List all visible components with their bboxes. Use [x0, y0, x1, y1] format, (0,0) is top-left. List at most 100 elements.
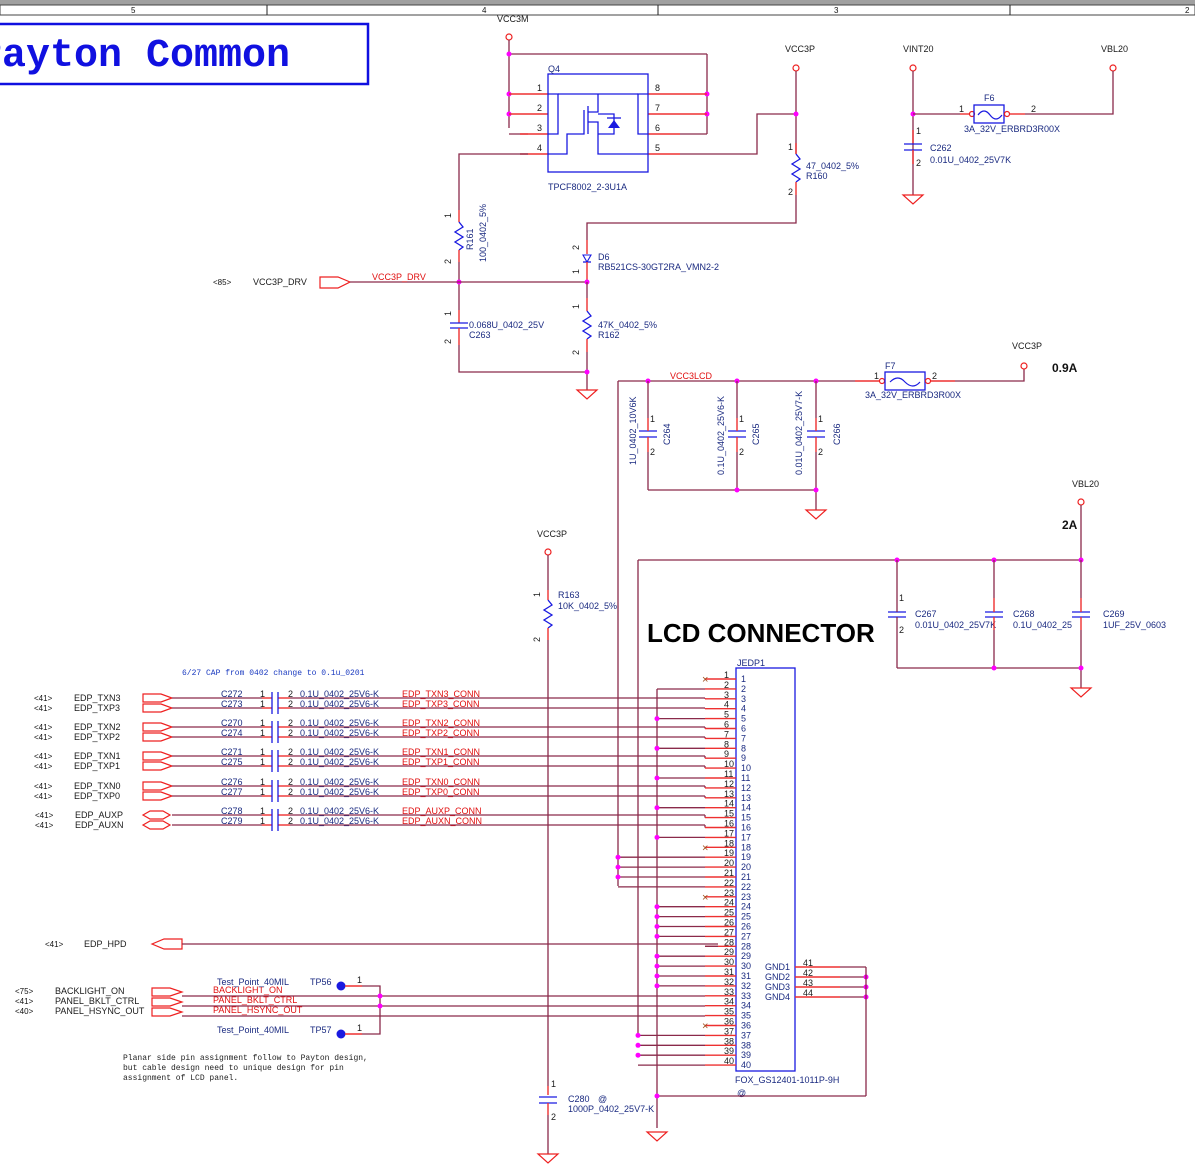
svg-text:C269: C269 [1103, 609, 1125, 619]
pin-number-inner: 26 [741, 922, 751, 932]
svg-text:VCC3P_DRV: VCC3P_DRV [253, 277, 307, 287]
ground-icon [536, 1153, 560, 1164]
pin-number-outer: 17 [724, 828, 734, 838]
svg-text:2: 2 [899, 625, 904, 635]
svg-text:2: 2 [650, 447, 655, 457]
svg-text:10K_0402_5%: 10K_0402_5% [558, 601, 617, 611]
svg-text:C266: C266 [832, 423, 842, 445]
svg-text:0.01U_0402_25V7K: 0.01U_0402_25V7K [930, 155, 1011, 165]
pin-number-inner: 2 [741, 684, 746, 694]
port-arrow-icon [319, 276, 352, 289]
q4-load-switch[interactable]: VCC3M Q4 1 2 3 4 8 7 6 5 [497, 14, 710, 192]
diode-icon [582, 254, 592, 264]
pin-number-outer: 12 [724, 779, 734, 789]
pin-number-outer: 7 [724, 729, 729, 739]
pin-number-outer: 2 [724, 680, 729, 690]
svg-text:<41>: <41> [15, 997, 34, 1006]
pin-number-inner: 6 [741, 724, 746, 734]
svg-text:2: 2 [537, 103, 542, 113]
vbl20-filter[interactable]: VBL20 2A 12 C267 0.01U_0402_25V7K C268 0… [637, 479, 1166, 1036]
pin-number-inner: 37 [741, 1030, 751, 1040]
pin-number-inner: 32 [741, 981, 751, 991]
connector-pin: 12 12 [705, 779, 751, 793]
port-arrow-icon [142, 703, 174, 713]
sheet-ref: <41> [34, 704, 53, 713]
pin-number-outer: 5 [724, 710, 729, 720]
svg-text:C263: C263 [469, 330, 491, 340]
svg-text:41: 41 [803, 958, 813, 968]
cap-ref: C279 [221, 816, 243, 826]
test-point-tp57[interactable]: Test_Point_40MIL TP57 1 [217, 1023, 362, 1039]
power-port-icon [909, 64, 917, 72]
svg-text:2: 2 [288, 699, 293, 709]
cap-value: 0.1U_0402_25V6-K [300, 689, 379, 699]
r160-resistor[interactable]: VCC3P 1 2 47_0402_5% R160 [586, 44, 859, 240]
svg-text:BACKLIGHT_ON: BACKLIGHT_ON [213, 985, 283, 995]
pin-number-outer: 36 [724, 1017, 734, 1027]
pin-number-inner: 34 [741, 1001, 751, 1011]
svg-text:3: 3 [537, 123, 542, 133]
pin-number-outer: 9 [724, 749, 729, 759]
svg-text:1: 1 [260, 747, 265, 757]
capacitor: C268 0.1U_0402_25 [985, 560, 1072, 668]
connector-pin: 38 38 [705, 1036, 751, 1050]
q4-part-number: TPCF8002_2-3U1A [548, 182, 627, 192]
pin-number-inner: 20 [741, 862, 751, 872]
pin-number-inner: 38 [741, 1040, 751, 1050]
vcc3lcd-filter[interactable]: VCC3LCD F7 1 2 3A_32V_ERBRD3R00X VCC3P 0… [617, 341, 1078, 886]
svg-text:VCC3P: VCC3P [1012, 341, 1042, 351]
ground-icon [575, 389, 599, 400]
pin-number-outer: 38 [724, 1036, 734, 1046]
pin-number-inner: 12 [741, 783, 751, 793]
pin-number-outer: 13 [724, 789, 734, 799]
f6-fuse-group[interactable]: VINT20 F6 1 2 3A_32V_ERBRD3R00X VBL20 1 … [901, 44, 1128, 205]
svg-text:2: 2 [288, 757, 293, 767]
pin-number-outer: 37 [724, 1026, 734, 1036]
svg-text:TP56: TP56 [310, 977, 332, 987]
svg-text:D6: D6 [598, 252, 610, 262]
svg-text:C262: C262 [930, 143, 952, 153]
svg-text:C268: C268 [1013, 609, 1035, 619]
pin-number-inner: 23 [741, 892, 751, 902]
cap-ref: C270 [221, 718, 243, 728]
no-connect-icon: × [702, 892, 708, 904]
sheet-ref: <41> [35, 821, 54, 830]
cap-ref: C277 [221, 787, 243, 797]
svg-text:2: 2 [788, 187, 793, 197]
test-point-tp56[interactable]: Test_Point_40MIL TP56 1 [217, 975, 381, 1035]
edp-hpd-signal[interactable]: <41> EDP_HPD [45, 938, 718, 950]
svg-text:2: 2 [288, 689, 293, 699]
port-label: EDP_TXN2 [74, 722, 121, 732]
pin-number-outer: 35 [724, 1007, 734, 1017]
vcc3p-drv-network[interactable]: 1 2 R161 100_0402_5% <85> VCC3P_DRV VCC3… [213, 153, 719, 400]
svg-text:42: 42 [803, 968, 813, 978]
svg-text:1: 1 [899, 593, 904, 603]
cap-value: 0.1U_0402_25V6-K [300, 747, 379, 757]
bidir-port-icon [141, 820, 172, 830]
r163-c280-group[interactable]: VCC3P 1 2 R163 10K_0402_5% 1 2 C280 @ 10… [532, 529, 654, 1164]
port-arrow-icon [142, 781, 174, 791]
